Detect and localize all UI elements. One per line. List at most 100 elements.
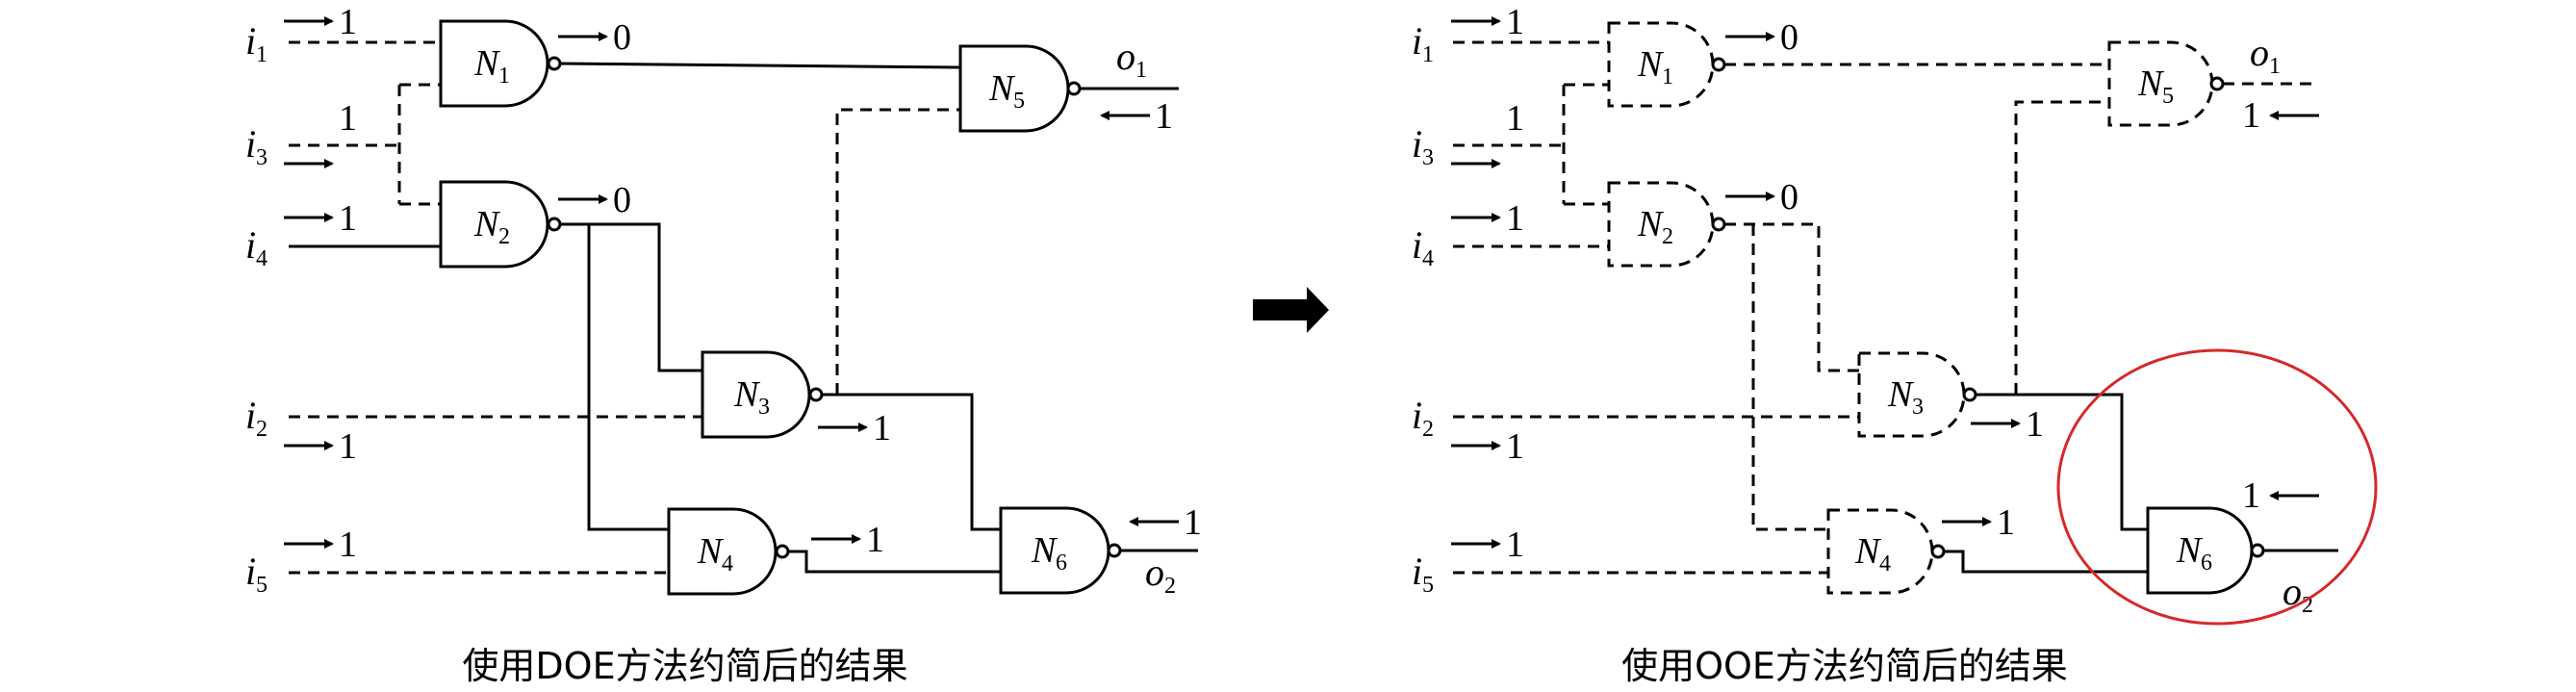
svg-text:5: 5 xyxy=(1422,573,1434,598)
wire-n3-n5 xyxy=(2014,100,2109,395)
value-o1-back: 1 xyxy=(2242,95,2319,136)
svg-text:1: 1 xyxy=(1155,96,1173,137)
wire-n2-out xyxy=(560,222,702,372)
svg-text:3: 3 xyxy=(1422,145,1434,170)
svg-text:2: 2 xyxy=(1422,417,1434,442)
caption-left: 使用DOE方法约简后的结果 xyxy=(462,645,907,687)
wire-n2-n4 xyxy=(587,224,669,531)
svg-text:1: 1 xyxy=(498,64,510,89)
svg-text:i: i xyxy=(1412,394,1422,437)
svg-text:6: 6 xyxy=(2201,551,2212,576)
svg-text:1: 1 xyxy=(2026,404,2044,445)
value-i4-forward: 1 xyxy=(284,198,357,239)
svg-text:N: N xyxy=(473,204,501,244)
svg-text:2: 2 xyxy=(1662,224,1673,249)
value-i1-forward: 1 xyxy=(284,2,357,42)
value-i2-forward: 1 xyxy=(284,426,357,467)
svg-text:i: i xyxy=(1412,550,1422,593)
svg-text:4: 4 xyxy=(1422,246,1434,271)
svg-text:1: 1 xyxy=(339,98,357,139)
left-circuit: N 1 N 2 N 3 N 4 N 5 xyxy=(245,2,1202,599)
svg-text:1: 1 xyxy=(2269,54,2281,79)
value-i5-forward: 1 xyxy=(284,525,357,565)
gate-n5: N 5 xyxy=(958,44,1082,133)
svg-text:o: o xyxy=(1145,551,1164,594)
svg-text:N: N xyxy=(1854,531,1882,572)
svg-text:1: 1 xyxy=(1506,98,1524,139)
svg-text:1: 1 xyxy=(339,198,357,239)
wire-n2-out xyxy=(1724,222,1859,372)
svg-text:N: N xyxy=(988,68,1016,109)
input-label-i1: i 1 xyxy=(245,19,268,67)
svg-text:1: 1 xyxy=(1506,2,1524,42)
value-o1-back: 1 xyxy=(1100,96,1173,137)
svg-text:0: 0 xyxy=(613,17,631,58)
output-label-o1: o 1 xyxy=(1116,35,1147,83)
svg-text:5: 5 xyxy=(1013,89,1025,114)
output-label-o2: o 2 xyxy=(1145,551,1176,599)
svg-text:N: N xyxy=(1637,44,1665,85)
svg-text:N: N xyxy=(1637,204,1665,244)
svg-text:3: 3 xyxy=(1912,395,1924,420)
input-label-i3: i 3 xyxy=(245,122,268,170)
input-label-i4: i 4 xyxy=(1412,223,1434,271)
gate-n2: N 2 xyxy=(439,180,562,269)
value-o2-back: 1 xyxy=(2242,475,2319,516)
svg-text:N: N xyxy=(1031,530,1058,571)
svg-text:1: 1 xyxy=(339,525,357,565)
svg-text:1: 1 xyxy=(339,2,357,42)
svg-text:3: 3 xyxy=(758,395,770,420)
svg-text:4: 4 xyxy=(722,551,733,577)
value-i3-forward: 1 xyxy=(284,98,357,168)
svg-text:1: 1 xyxy=(1997,502,2015,543)
gate-n1: N 1 xyxy=(439,19,562,108)
wire-n3-n6 xyxy=(821,393,1001,531)
svg-text:1: 1 xyxy=(2242,475,2260,516)
svg-text:5: 5 xyxy=(2162,84,2174,109)
wire-n2-n4 xyxy=(1751,224,1828,531)
svg-text:i: i xyxy=(245,19,256,63)
input-label-i3: i 3 xyxy=(1412,122,1434,170)
value-n4-out: 1 xyxy=(1942,502,2015,543)
svg-text:i: i xyxy=(245,122,256,166)
svg-text:N: N xyxy=(733,374,761,415)
svg-text:N: N xyxy=(1887,374,1915,415)
svg-text:i: i xyxy=(1412,223,1422,267)
value-o2-back: 1 xyxy=(1129,502,1202,543)
svg-text:1: 1 xyxy=(1184,502,1202,543)
gate-n3: N 3 xyxy=(1857,351,1977,438)
svg-text:N: N xyxy=(2137,64,2165,104)
svg-text:1: 1 xyxy=(1662,64,1673,90)
svg-text:i: i xyxy=(245,550,256,593)
value-n3-out: 1 xyxy=(818,408,891,449)
svg-text:N: N xyxy=(473,43,501,84)
svg-text:4: 4 xyxy=(1879,551,1891,577)
input-label-i5: i 5 xyxy=(1412,550,1434,598)
svg-text:N: N xyxy=(2176,530,2204,571)
svg-text:1: 1 xyxy=(1506,525,1524,565)
svg-text:N: N xyxy=(697,531,725,572)
output-label-o1: o 1 xyxy=(2250,31,2281,79)
value-i4-forward: 1 xyxy=(1451,198,1524,239)
wire-n3-n6 xyxy=(1977,393,2148,531)
value-n1-out: 0 xyxy=(1725,17,1798,58)
value-n4-out: 1 xyxy=(811,520,884,560)
svg-text:1: 1 xyxy=(1135,58,1147,83)
svg-text:6: 6 xyxy=(1056,551,1067,576)
value-n3-out: 1 xyxy=(1971,404,2044,445)
svg-text:1: 1 xyxy=(256,42,268,67)
right-circuit: N 1 N 2 N 3 N 4 N 5 xyxy=(1412,2,2378,626)
svg-text:2: 2 xyxy=(498,224,510,249)
value-i5-forward: 1 xyxy=(1451,525,1524,565)
gate-n6: N 6 xyxy=(999,506,1122,595)
svg-text:o: o xyxy=(2283,570,2302,613)
input-label-i1: i 1 xyxy=(1412,19,1434,67)
wire-n4-n6 xyxy=(787,550,1001,574)
svg-text:0: 0 xyxy=(1780,17,1798,58)
gate-n5: N 5 xyxy=(2107,40,2225,127)
gate-n4: N 4 xyxy=(667,507,790,596)
input-label-i2: i 2 xyxy=(245,394,268,442)
input-label-i4: i 4 xyxy=(245,223,268,271)
svg-text:o: o xyxy=(2250,31,2269,74)
